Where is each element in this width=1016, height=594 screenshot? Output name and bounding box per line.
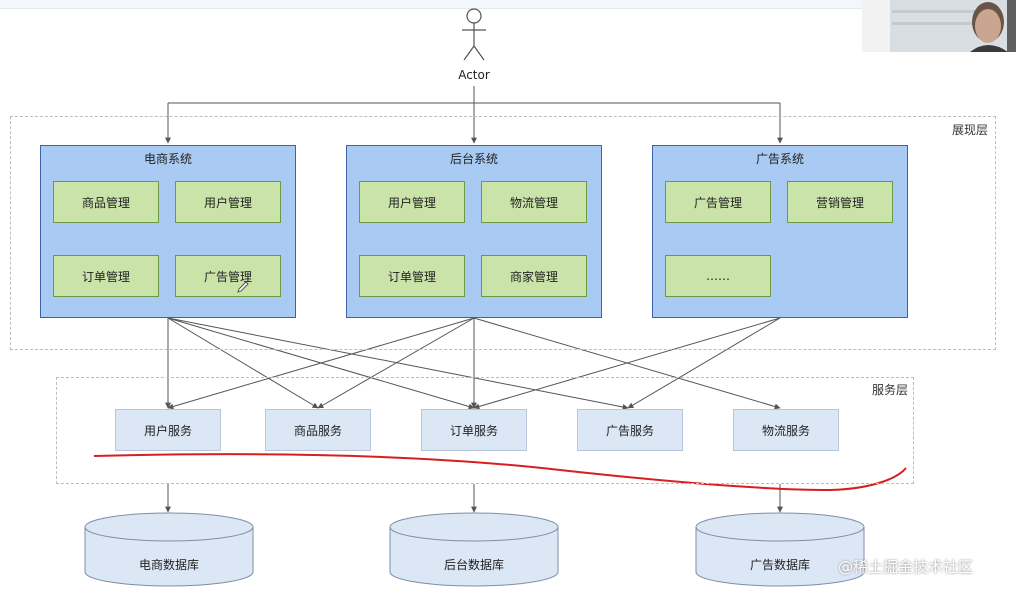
backend-system: 后台系统 用户管理 物流管理 订单管理 商家管理: [346, 145, 602, 318]
edge-ecommerce-product-service: [167, 317, 319, 409]
module-marketing-management: 营销管理: [787, 181, 893, 223]
backend-system-title: 后台系统: [449, 152, 498, 166]
ecommerce-system-title: 电商系统: [143, 152, 192, 166]
service-layer-frame: [56, 377, 914, 484]
database-ecommerce-cylinder: [84, 512, 254, 587]
window-top-bar: [0, 0, 862, 9]
watermark-text: @稀土掘金技术社区: [838, 558, 974, 576]
ad-system: 广告系统 广告管理 营销管理 ……: [652, 145, 908, 318]
edge-ad-order-service: [473, 317, 781, 410]
edge-ad-ad-service: [627, 317, 781, 409]
database-backend-cylinder: [389, 512, 559, 587]
module-ad-management: 广告管理: [175, 255, 281, 297]
edge-ecommerce-ad-service: [167, 317, 629, 410]
service-layer-label: 服务层: [872, 383, 909, 397]
service-logistics: 物流服务: [733, 409, 839, 451]
actor-label: Actor: [458, 68, 490, 82]
database-ecommerce-label: 电商数据库: [138, 558, 199, 572]
actor-stick-figure: [462, 8, 486, 61]
service-user: 用户服务: [115, 409, 221, 451]
database-ad-label: 广告数据库: [749, 558, 810, 572]
webcam-overlay: [862, 0, 1016, 52]
edge-backend-product-service: [317, 317, 475, 409]
edge-backend-user-service: [167, 317, 475, 410]
module-product-management: 商品管理: [53, 181, 159, 223]
ad-system-title: 广告系统: [755, 152, 804, 166]
webcam-person-image: [862, 0, 1016, 52]
module-ad-management-label: 广告管理: [203, 269, 252, 284]
pencil-cursor-icon: [237, 281, 249, 293]
module-merchant-management: 商家管理: [481, 255, 587, 297]
database-backend-label: 后台数据库: [443, 558, 504, 572]
presentation-layer-label: 展现层: [952, 123, 989, 137]
database-ad-cylinder: [695, 512, 865, 587]
ecommerce-system: 电商系统 商品管理 用户管理 订单管理 广告管理: [40, 145, 296, 318]
module-user-management: 用户管理: [359, 181, 465, 223]
module-user-management: 用户管理: [175, 181, 281, 223]
module-logistics-management: 物流管理: [481, 181, 587, 223]
red-annotation-stroke: [93, 453, 907, 492]
service-ad: 广告服务: [577, 409, 683, 451]
presentation-layer-frame: [10, 116, 996, 350]
module-order-management: 订单管理: [359, 255, 465, 297]
service-product: 商品服务: [265, 409, 371, 451]
module-ad-management: 广告管理: [665, 181, 771, 223]
service-order: 订单服务: [421, 409, 527, 451]
module-order-management: 订单管理: [53, 255, 159, 297]
module-more-ellipsis: ……: [665, 255, 771, 297]
